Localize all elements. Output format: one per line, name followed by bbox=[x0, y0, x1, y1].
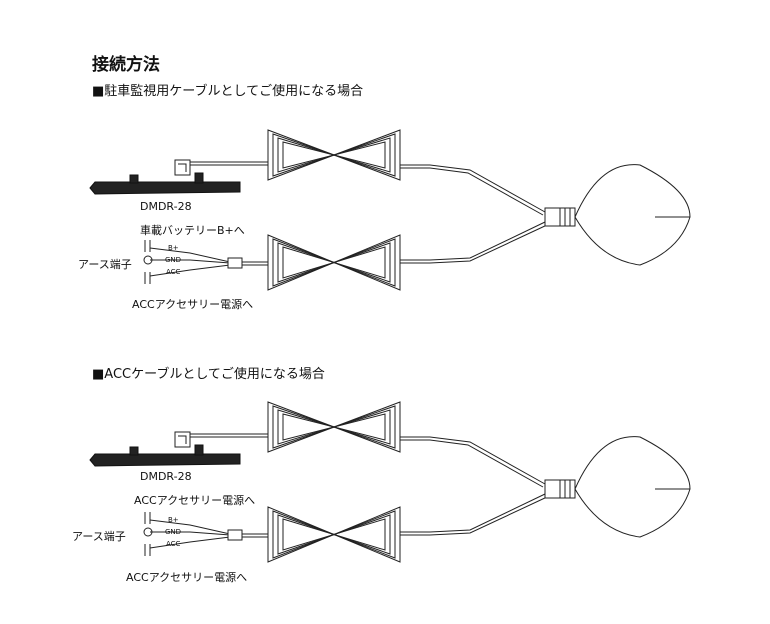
wire-label-gnd: GND bbox=[165, 256, 181, 264]
cable-coil-lower bbox=[267, 234, 401, 291]
device-plug bbox=[174, 431, 191, 448]
power-harness bbox=[143, 512, 243, 556]
battery-label: 車載バッテリーB+へ bbox=[140, 223, 245, 237]
wiring-diagram-parking: DMDR-28 B+ GND ACC 車載バッテリーB+へ アース端子 ACCア… bbox=[78, 129, 691, 311]
wiring-diagram-acc: DMDR-28 B+ GND ACC ACCアクセサリー電源へ アース端子 AC… bbox=[72, 401, 691, 584]
cable-lower-to-junction bbox=[400, 221, 546, 261]
cable-coil-upper bbox=[267, 401, 401, 453]
device-plug bbox=[174, 159, 191, 176]
diamond-unit bbox=[574, 436, 691, 538]
wire-label-acc: ACC bbox=[166, 268, 181, 276]
wire-label-gnd: GND bbox=[165, 528, 181, 536]
cable-upper-to-junction bbox=[400, 436, 546, 485]
ground-label: アース端子 bbox=[78, 258, 132, 271]
acc-bottom-label: ACCアクセサリー電源へ bbox=[126, 570, 247, 584]
page-title: 接続方法 bbox=[92, 55, 160, 75]
section-heading-parking: ■駐車監視用ケーブルとしてご使用になる場合 bbox=[92, 84, 364, 99]
device-label: DMDR-28 bbox=[140, 470, 192, 483]
wire-label-b: B+ bbox=[168, 516, 179, 524]
cable-coil-lower bbox=[267, 506, 401, 563]
ground-label: アース端子 bbox=[72, 530, 126, 543]
cable-upper-to-junction bbox=[400, 164, 546, 213]
device-dmdr28 bbox=[89, 172, 241, 195]
acc-top-label: ACCアクセサリー電源へ bbox=[134, 493, 255, 507]
wire-label-b: B+ bbox=[168, 244, 179, 252]
wire-label-acc: ACC bbox=[166, 540, 181, 548]
device-dmdr28 bbox=[89, 444, 241, 467]
acc-label: ACCアクセサリー電源へ bbox=[132, 297, 253, 311]
diamond-unit bbox=[574, 164, 691, 266]
section-heading-acc: ■ACCケーブルとしてご使用になる場合 bbox=[92, 367, 325, 382]
cable-coil-upper bbox=[267, 129, 401, 181]
power-harness bbox=[143, 240, 243, 284]
device-label: DMDR-28 bbox=[140, 200, 192, 213]
cable-lower-to-junction bbox=[400, 493, 546, 533]
